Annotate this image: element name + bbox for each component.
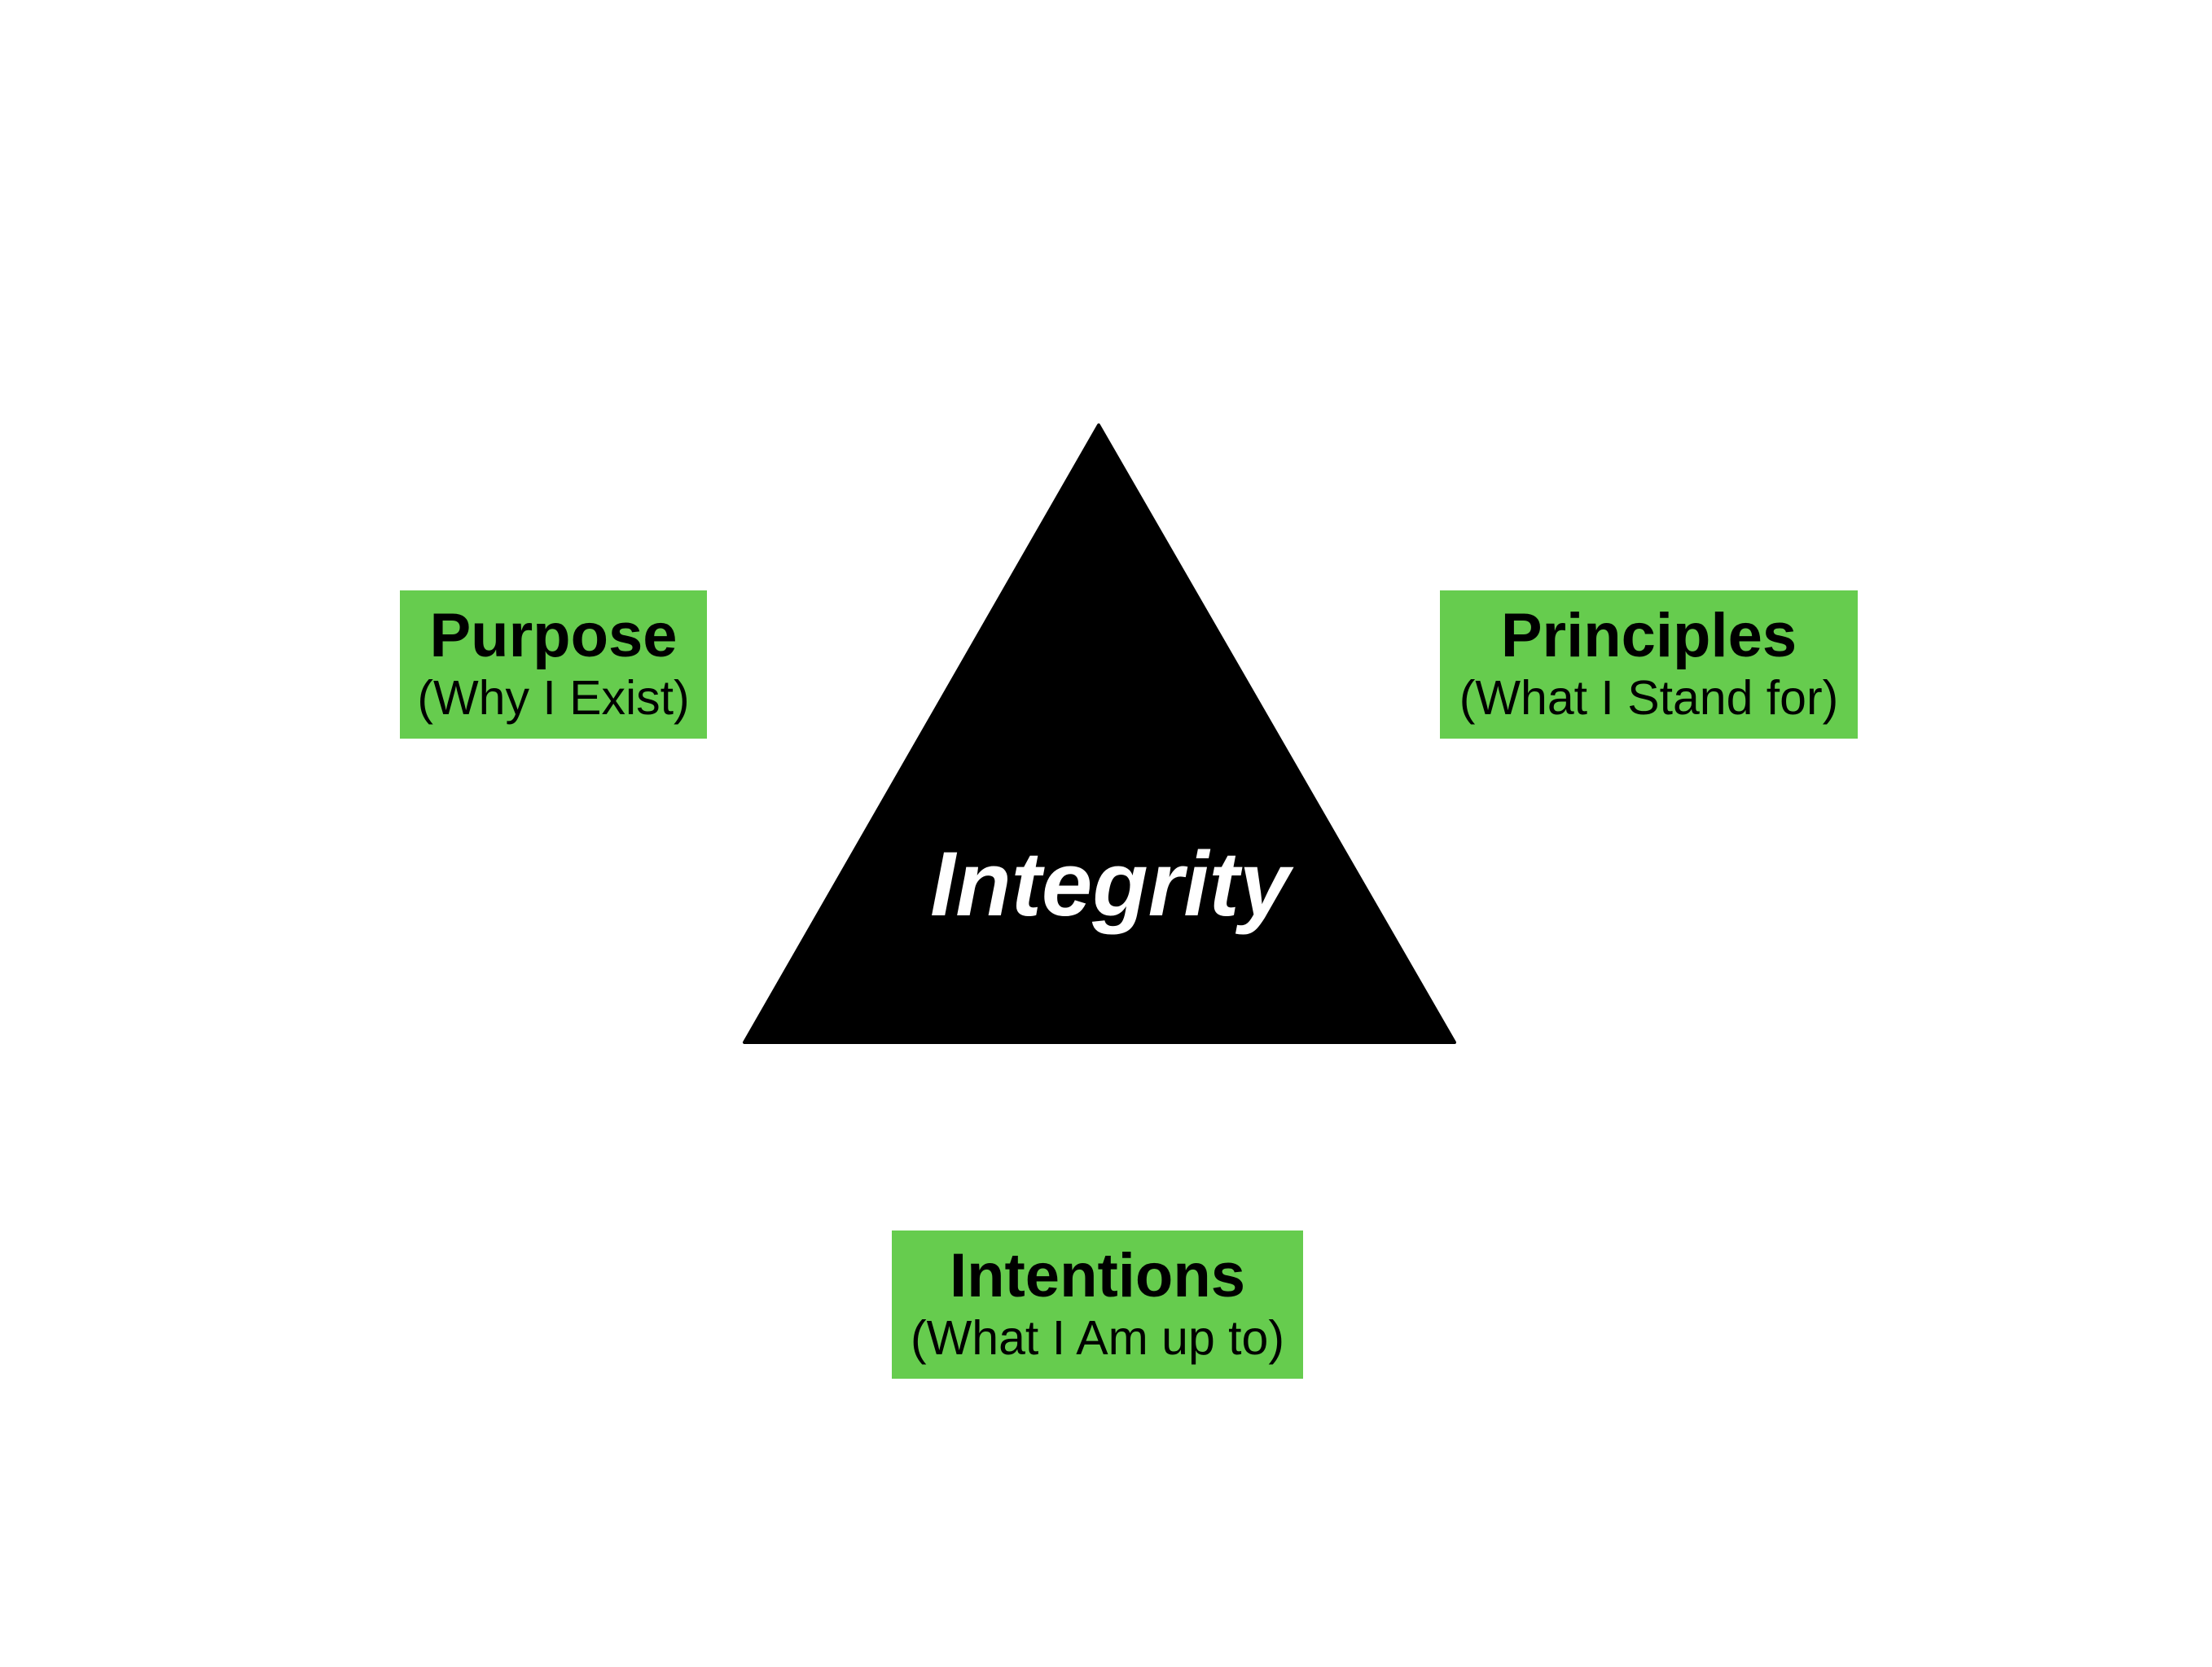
integrity-triangle: [743, 423, 1456, 1044]
node-principles: Principles (What I Stand for): [1440, 590, 1858, 739]
node-intentions-subtitle: (What I Am up to): [910, 1310, 1285, 1365]
node-purpose-subtitle: (Why I Exist): [417, 670, 690, 725]
node-intentions-title: Intentions: [949, 1240, 1246, 1310]
node-purpose: Purpose (Why I Exist): [400, 590, 707, 739]
center-label-integrity: Integrity: [930, 833, 1290, 935]
node-intentions: Intentions (What I Am up to): [892, 1231, 1303, 1379]
node-principles-subtitle: (What I Stand for): [1459, 670, 1839, 725]
node-purpose-title: Purpose: [429, 600, 678, 670]
node-principles-title: Principles: [1500, 600, 1797, 670]
